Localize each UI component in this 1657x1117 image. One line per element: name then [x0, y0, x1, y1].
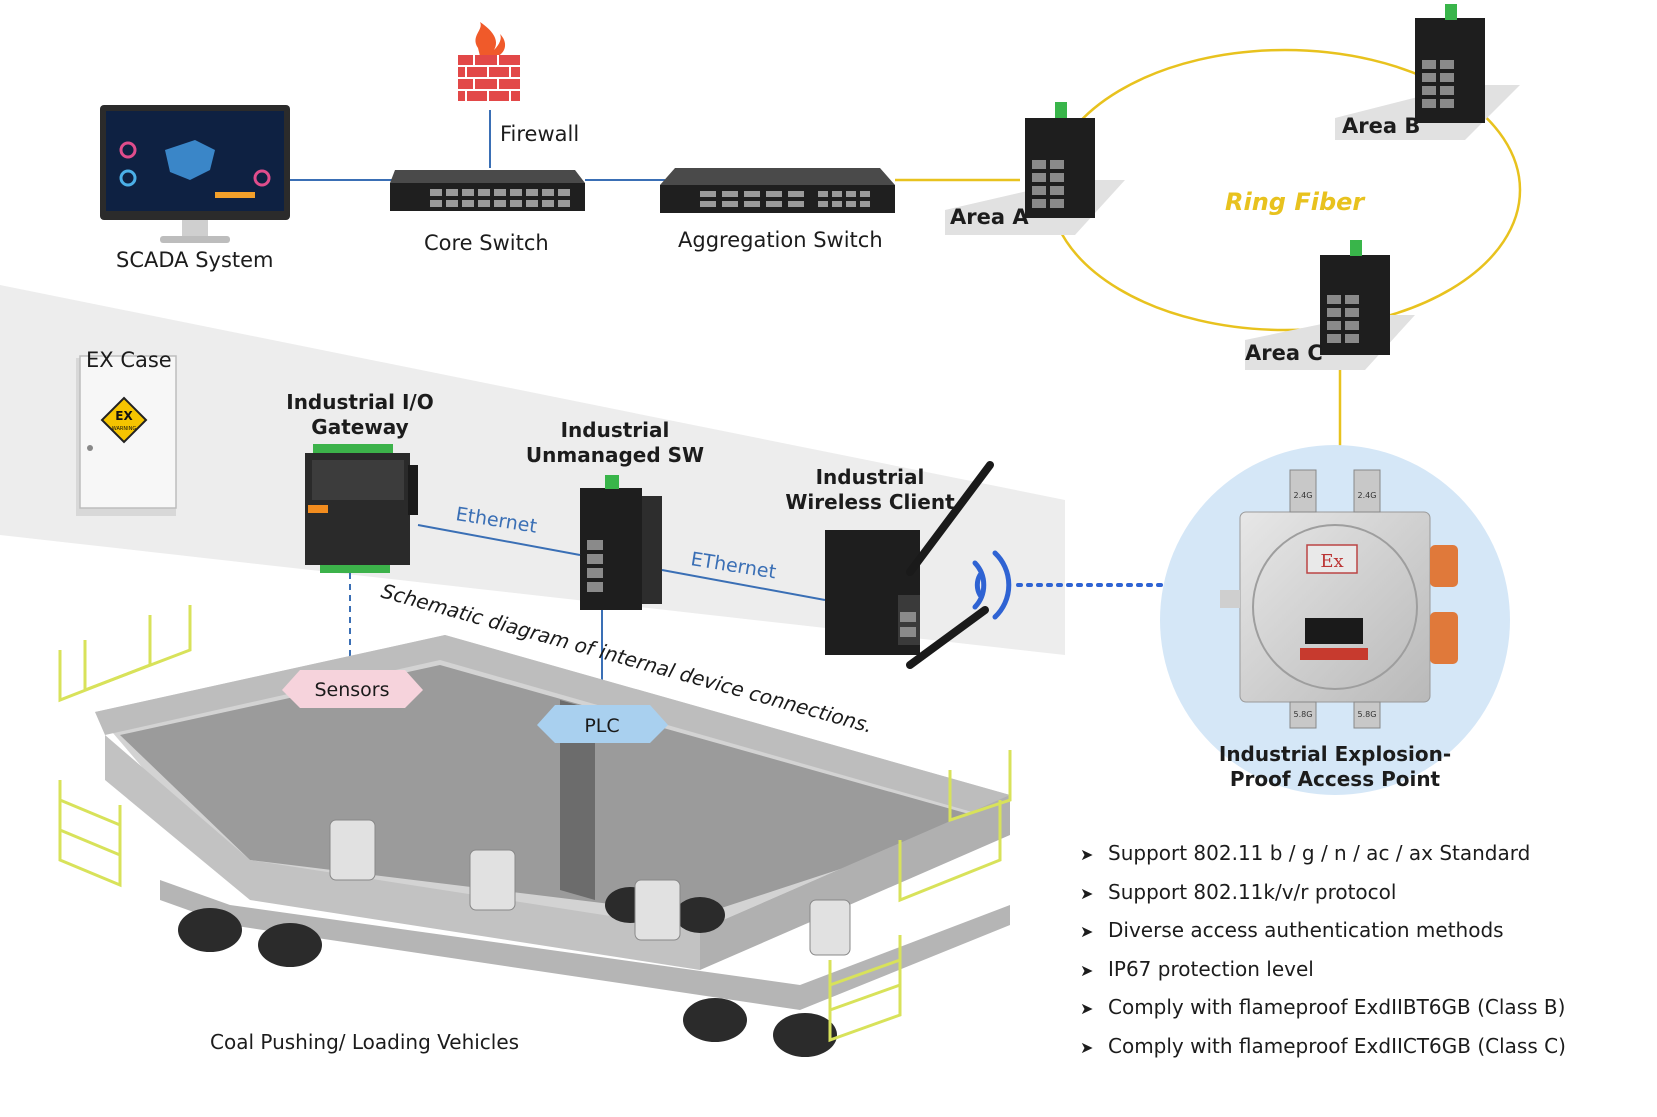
firewall-label: Firewall: [500, 122, 580, 146]
area-a-label: Area A: [950, 205, 1029, 229]
ring-fiber-label: Ring Fiber: [1225, 188, 1366, 216]
aggregation-switch: [660, 168, 895, 213]
io-gateway: [305, 444, 418, 573]
ex-sign-text: EX: [115, 409, 133, 423]
wireless-client: [825, 461, 994, 669]
ex-sign-sub: WARNING: [112, 426, 137, 432]
schematic-band: [0, 285, 1065, 655]
feature-item: ➤Support 802.11 b / g / n / ac / ax Stan…: [1080, 835, 1650, 874]
ap-port-4: 5.8G: [1358, 710, 1377, 719]
ex-case-label: EX Case: [86, 348, 172, 372]
chevron-right-icon: ➤: [1080, 960, 1094, 980]
ex-mark: Ex: [1320, 551, 1343, 572]
area-c-switch: [1245, 240, 1415, 370]
feature-item: ➤Support 802.11k/v/r protocol: [1080, 874, 1650, 913]
feature-item: ➤Comply with flameproof ExdIICT6GB (Clas…: [1080, 1028, 1650, 1067]
chevron-right-icon: ➤: [1080, 845, 1094, 864]
ex-case: EX WARNING: [76, 355, 177, 516]
aggregation-switch-label: Aggregation Switch: [678, 228, 883, 252]
feature-item: ➤Comply with flameproof ExdIIBT6GB (Clas…: [1080, 989, 1650, 1028]
io-gateway-label: Industrial I/O Gateway: [286, 390, 434, 439]
scada-monitor: [100, 105, 290, 243]
area-b-switch: [1335, 4, 1520, 140]
feature-item: ➤IP67 protection level: [1080, 951, 1650, 990]
core-switch: [390, 170, 585, 211]
chevron-right-icon: ➤: [1080, 1037, 1094, 1057]
plc-label: PLC: [584, 715, 619, 737]
chevron-right-icon: ➤: [1080, 922, 1094, 941]
ex-warning-sign: [100, 396, 148, 444]
sensors-tag: [282, 670, 423, 708]
unmanaged-switch: [580, 475, 662, 610]
wireless-client-label: Industrial Wireless Client: [785, 465, 955, 514]
coal-vehicle: [58, 605, 1012, 1057]
access-point-label: Industrial Explosion-Proof Access Point: [1218, 742, 1452, 791]
sensors-label: Sensors: [314, 679, 389, 701]
ap-port-2: 2.4G: [1358, 491, 1377, 500]
area-a-switch: [945, 102, 1125, 235]
ap-port-3: 5.8G: [1294, 710, 1313, 719]
feature-item: ➤Diverse access authentication methods: [1080, 912, 1650, 951]
unmanaged-sw-label: Industrial Unmanaged SW: [525, 418, 705, 467]
feature-list: ➤Support 802.11 b / g / n / ac / ax Stan…: [1080, 835, 1650, 1066]
chevron-right-icon: ➤: [1080, 883, 1094, 903]
core-switch-label: Core Switch: [424, 231, 549, 255]
area-b-label: Area B: [1342, 114, 1421, 138]
backbone-links: [290, 110, 665, 181]
scada-label: SCADA System: [116, 248, 274, 272]
ap-port-1: 2.4G: [1294, 491, 1313, 500]
wifi-signal-icon: [972, 550, 1012, 620]
firewall-icon: [458, 22, 520, 101]
chevron-right-icon: ➤: [1080, 999, 1094, 1018]
explosion-proof-ap: Ex 2.4G 2.4G 5.8G 5.8G: [1160, 445, 1510, 795]
plc-tag: [537, 705, 668, 743]
area-c-label: Area C: [1245, 341, 1323, 365]
vehicle-label: Coal Pushing/ Loading Vehicles: [210, 1030, 520, 1054]
